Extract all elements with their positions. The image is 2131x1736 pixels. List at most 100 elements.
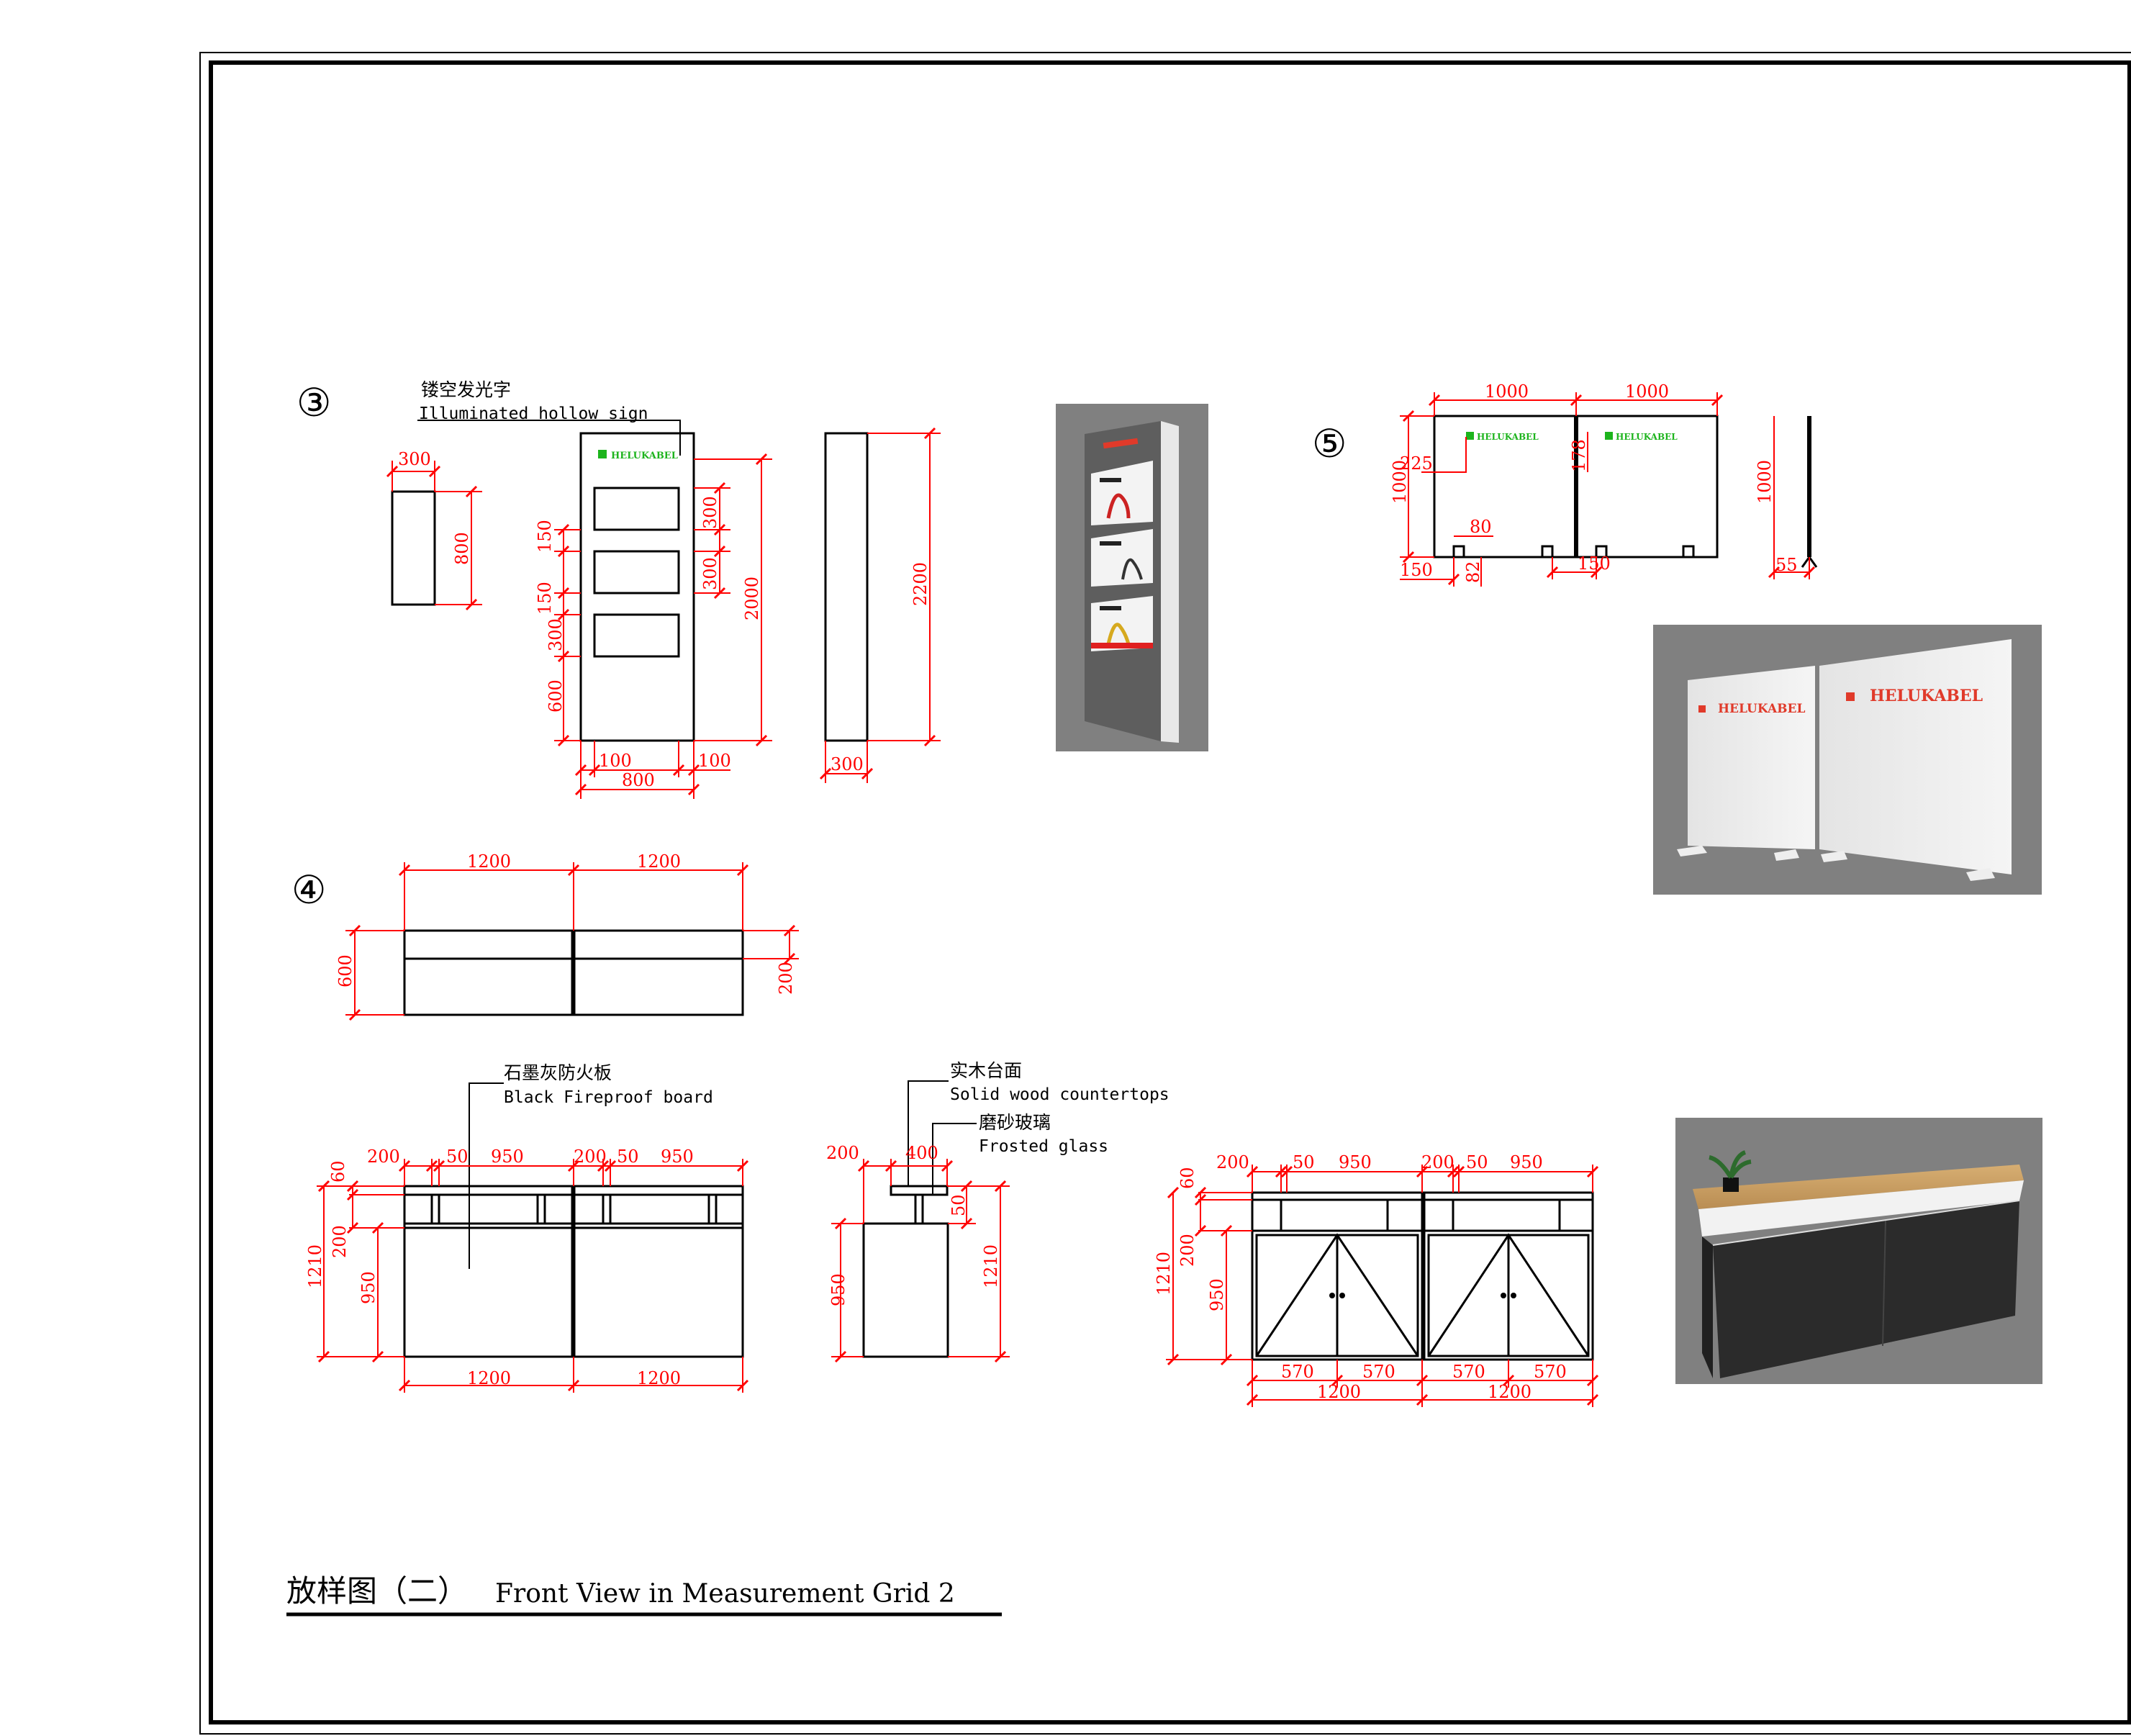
title-cn: 放样图（二） <box>286 1573 468 1609</box>
svg-text:150: 150 <box>535 520 555 553</box>
brand-logo-green: HELUKABEL <box>598 450 678 461</box>
svg-text:55: 55 <box>1775 555 1798 575</box>
front-dimensions <box>317 1159 743 1393</box>
svg-text:300: 300 <box>700 496 720 529</box>
svg-text:82: 82 <box>1463 561 1483 583</box>
svg-text:178: 178 <box>1569 439 1589 472</box>
back-dim-text: 200 50 950 200 50 950 60 200 1210 950 57… <box>1154 1152 1567 1402</box>
svg-text:HELUKABEL: HELUKABEL <box>1870 687 1983 705</box>
svg-text:950: 950 <box>491 1147 524 1167</box>
svg-text:570: 570 <box>1452 1362 1485 1382</box>
svg-text:1200: 1200 <box>637 851 681 872</box>
plan-dim-text: 1200 1200 600 200 <box>335 851 796 995</box>
svg-text:50: 50 <box>617 1147 639 1167</box>
counter-back <box>1251 1191 1594 1361</box>
section-4-marker: ④ <box>291 867 326 913</box>
svg-text:200: 200 <box>826 1143 859 1163</box>
svg-text:300: 300 <box>700 557 720 590</box>
section-3-dimensions <box>392 433 941 799</box>
small-side-view <box>391 490 436 606</box>
svg-text:1210: 1210 <box>981 1244 1001 1288</box>
svg-text:1200: 1200 <box>637 1368 681 1388</box>
sign-label-cn: 镂空发光字 <box>421 379 511 400</box>
wood-label-en: Solid wood countertops <box>950 1085 1169 1104</box>
side-ticks <box>834 1159 1007 1363</box>
svg-text:570: 570 <box>1534 1362 1567 1382</box>
counter-front <box>403 1185 744 1358</box>
backwall-render: HELUKABEL HELUKABEL <box>1653 625 2042 895</box>
svg-text:300: 300 <box>546 618 566 651</box>
section-5-dim-text: 1000 1000 1000 225 178 80 150 82 150 100… <box>1390 381 1798 583</box>
svg-text:150: 150 <box>535 582 555 615</box>
board-leader <box>469 1082 504 1269</box>
title-en: Front View in Measurement Grid 2 <box>495 1579 955 1609</box>
section-5-marker: ⑤ <box>1312 421 1347 466</box>
svg-text:100: 100 <box>599 751 632 771</box>
svg-text:50: 50 <box>949 1194 969 1216</box>
svg-text:HELUKABEL: HELUKABEL <box>1718 702 1805 716</box>
svg-text:1000: 1000 <box>1755 460 1775 504</box>
svg-text:1210: 1210 <box>305 1244 325 1288</box>
svg-text:200: 200 <box>574 1147 607 1167</box>
svg-text:60: 60 <box>1177 1167 1198 1189</box>
section-3-marker: ③ <box>297 380 331 425</box>
front-dim-text: 200 50 950 200 50 950 60 200 1210 950 12… <box>305 1147 694 1388</box>
svg-text:800: 800 <box>622 770 655 790</box>
svg-text:50: 50 <box>1466 1152 1488 1172</box>
svg-text:950: 950 <box>1207 1278 1227 1311</box>
svg-text:950: 950 <box>661 1147 694 1167</box>
svg-text:80: 80 <box>1470 517 1492 537</box>
svg-text:600: 600 <box>546 679 566 713</box>
sign-label-en: Illuminated hollow sign <box>419 404 648 423</box>
svg-text:1200: 1200 <box>467 1368 511 1388</box>
window-3 <box>593 613 680 658</box>
glass-leader <box>932 1123 977 1195</box>
svg-text:200: 200 <box>1421 1152 1454 1172</box>
svg-text:100: 100 <box>698 751 731 771</box>
board-label-cn: 石墨灰防火板 <box>504 1062 612 1083</box>
door-knobs <box>1329 1293 1516 1298</box>
glass-label-en: Frosted glass <box>979 1137 1108 1156</box>
svg-text:950: 950 <box>358 1271 379 1304</box>
svg-text:200: 200 <box>1177 1234 1198 1267</box>
wood-label-cn: 实木台面 <box>950 1060 1022 1081</box>
svg-text:200: 200 <box>367 1147 400 1167</box>
section-5-drawings <box>1433 415 1818 568</box>
svg-text:400: 400 <box>905 1143 938 1163</box>
glass-label-cn: 磨砂玻璃 <box>979 1112 1051 1133</box>
svg-text:950: 950 <box>828 1273 849 1306</box>
svg-text:150: 150 <box>1578 553 1611 574</box>
side-unit <box>824 432 869 742</box>
svg-text:150: 150 <box>1400 560 1433 580</box>
svg-text:1200: 1200 <box>1317 1382 1361 1402</box>
svg-text:1200: 1200 <box>467 851 511 872</box>
svg-text:50: 50 <box>1293 1152 1315 1172</box>
svg-text:HELUKABEL: HELUKABEL <box>1616 432 1678 442</box>
front-unit <box>579 432 695 742</box>
counter-render <box>1675 1118 2042 1384</box>
svg-text:1000: 1000 <box>1625 381 1669 402</box>
svg-text:1000: 1000 <box>1390 460 1410 504</box>
svg-text:200: 200 <box>330 1225 350 1258</box>
svg-text:HELUKABEL: HELUKABEL <box>1477 432 1539 442</box>
svg-text:200: 200 <box>776 962 796 995</box>
counter-plan <box>403 929 744 1016</box>
svg-text:950: 950 <box>1339 1152 1372 1172</box>
wood-leader <box>908 1080 949 1186</box>
counter-side <box>862 1185 949 1358</box>
board-label-en: Black Fireproof board <box>504 1088 713 1107</box>
window-2 <box>593 550 680 595</box>
svg-text:1200: 1200 <box>1488 1382 1531 1402</box>
svg-text:200: 200 <box>1216 1152 1249 1172</box>
outer-frame <box>199 52 2131 1735</box>
svg-text:2000: 2000 <box>742 577 762 620</box>
window-1 <box>593 487 680 531</box>
drawing-title: 放样图（二） Front View in Measurement Grid 2 <box>286 1573 1002 1617</box>
svg-text:600: 600 <box>335 954 356 987</box>
svg-text:50: 50 <box>446 1147 469 1167</box>
svg-text:60: 60 <box>328 1160 348 1183</box>
section-3-drawings <box>391 432 869 742</box>
svg-text:300: 300 <box>398 449 431 469</box>
svg-text:HELUKABEL: HELUKABEL <box>611 451 678 461</box>
